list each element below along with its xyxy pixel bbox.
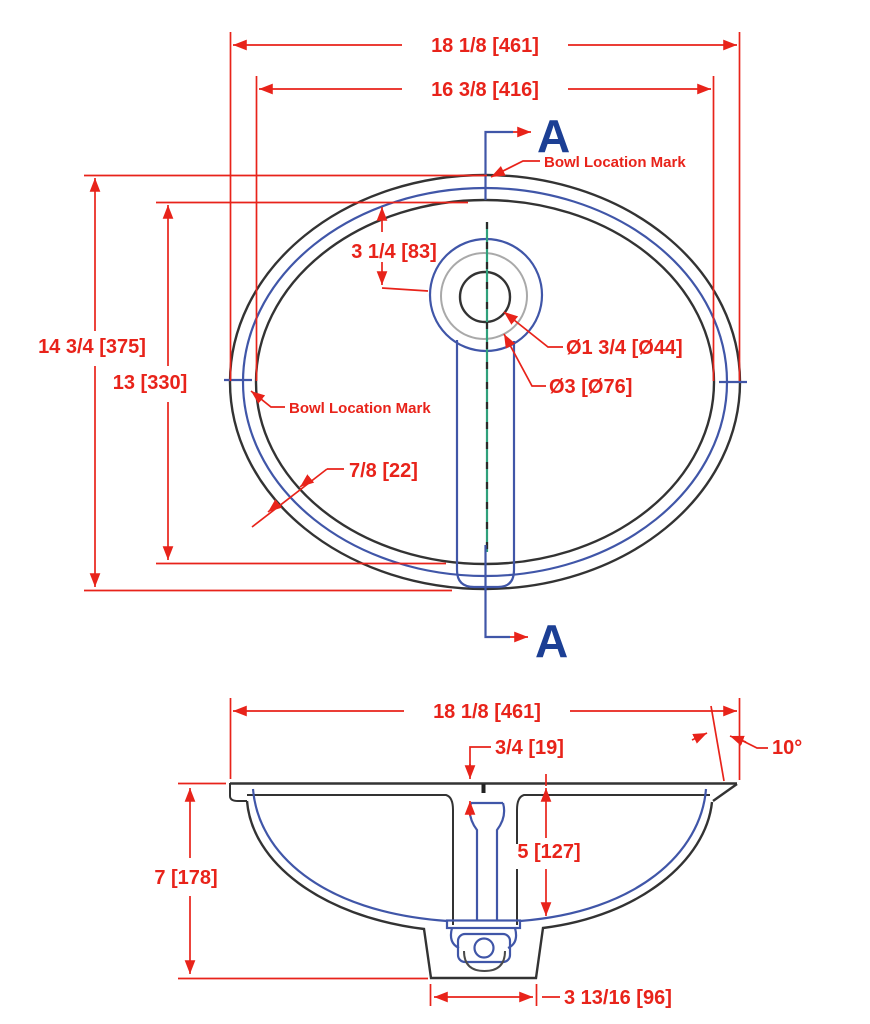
dim-basin-width: 16 3/8 [416] — [259, 79, 711, 101]
bowl-inner-surface-right — [519, 788, 708, 923]
bowl-location-notch — [481, 784, 486, 793]
dim-section-width-label: 18 1/8 [461] — [433, 701, 541, 723]
outer-rim-ellipse — [228, 173, 742, 591]
dim-rim-angle: 10° — [691, 705, 802, 782]
dim-drain-hole-label: Ø1 3/4 [Ø44] — [566, 337, 683, 359]
bowl-surface-ellipse — [241, 186, 729, 578]
dim-overall-depth-label: 14 3/4 [375] — [38, 336, 146, 358]
drain-recess-circle — [440, 252, 528, 340]
rim-right-bevel — [712, 783, 738, 802]
section-line-a-a — [484, 126, 531, 643]
dim-drain-offset: 3 1/4 [83] — [351, 207, 437, 292]
dim-rim-angle-label: 10° — [772, 737, 802, 759]
dim-overall-width-label: 18 1/8 [461] — [431, 35, 539, 57]
callout-bowl-mark-top-label: Bowl Location Mark — [544, 154, 686, 171]
dim-sump-width-label: 3 13/16 [96] — [564, 987, 672, 1009]
callout-bowl-mark-left: Bowl Location Mark — [250, 390, 431, 417]
section-letter-top: A — [537, 110, 570, 162]
rim-underside-left — [247, 794, 454, 925]
dim-drain-recess: Ø3 [Ø76] — [503, 333, 632, 398]
section-letter-bottom: A — [535, 615, 568, 667]
rim-left-end — [229, 783, 247, 802]
dim-sump-width: 3 13/16 [96] — [434, 987, 672, 1009]
dim-overall-height-label: 7 [178] — [154, 867, 217, 889]
dim-drain-offset-label: 3 1/4 [83] — [351, 241, 437, 263]
dim-overall-depth: 14 3/4 [375] — [25, 178, 160, 587]
bowl-inner-surface-left — [251, 788, 448, 923]
dim-overall-height: 7 [178] — [143, 788, 231, 974]
dim-drain-recess-label: Ø3 [Ø76] — [549, 376, 632, 398]
inner-rim-ellipse — [254, 198, 716, 566]
bowl-outer-profile — [245, 800, 714, 980]
dim-section-depth-label: 5 [127] — [517, 841, 580, 863]
dim-basin-width-label: 16 3/8 [416] — [431, 79, 539, 101]
drain-flange — [445, 919, 522, 973]
dim-rim-thickness-label: 3/4 [19] — [495, 737, 564, 759]
dim-rim-thickness: 3/4 [19] — [464, 737, 564, 816]
rim-underside-right — [516, 794, 710, 925]
dim-basin-depth: 13 [330] — [103, 205, 198, 560]
dim-basin-depth-label: 13 [330] — [113, 372, 188, 394]
dim-drain-hole: Ø1 3/4 [Ø44] — [503, 311, 683, 359]
callout-bowl-mark-left-label: Bowl Location Mark — [289, 400, 431, 417]
callout-bowl-mark-top: Bowl Location Mark — [490, 154, 686, 178]
drain-hole-circle — [458, 270, 512, 324]
dim-rim-width: 7/8 [22] — [251, 460, 418, 528]
dim-rim-width-label: 7/8 [22] — [349, 460, 418, 482]
dim-section-depth: 5 [127] — [513, 774, 585, 916]
top-view: A A 18 1/8 [461] 16 3/8 [416] — [25, 32, 747, 667]
extension-lines — [84, 32, 741, 592]
dim-section-width: 18 1/8 [461] — [233, 701, 737, 723]
dim-overall-width: 18 1/8 [461] — [233, 35, 737, 57]
section-view: 18 1/8 [461] 10° 3/4 [19] 5 [127] — [143, 698, 802, 1009]
drain-tube — [468, 801, 506, 921]
